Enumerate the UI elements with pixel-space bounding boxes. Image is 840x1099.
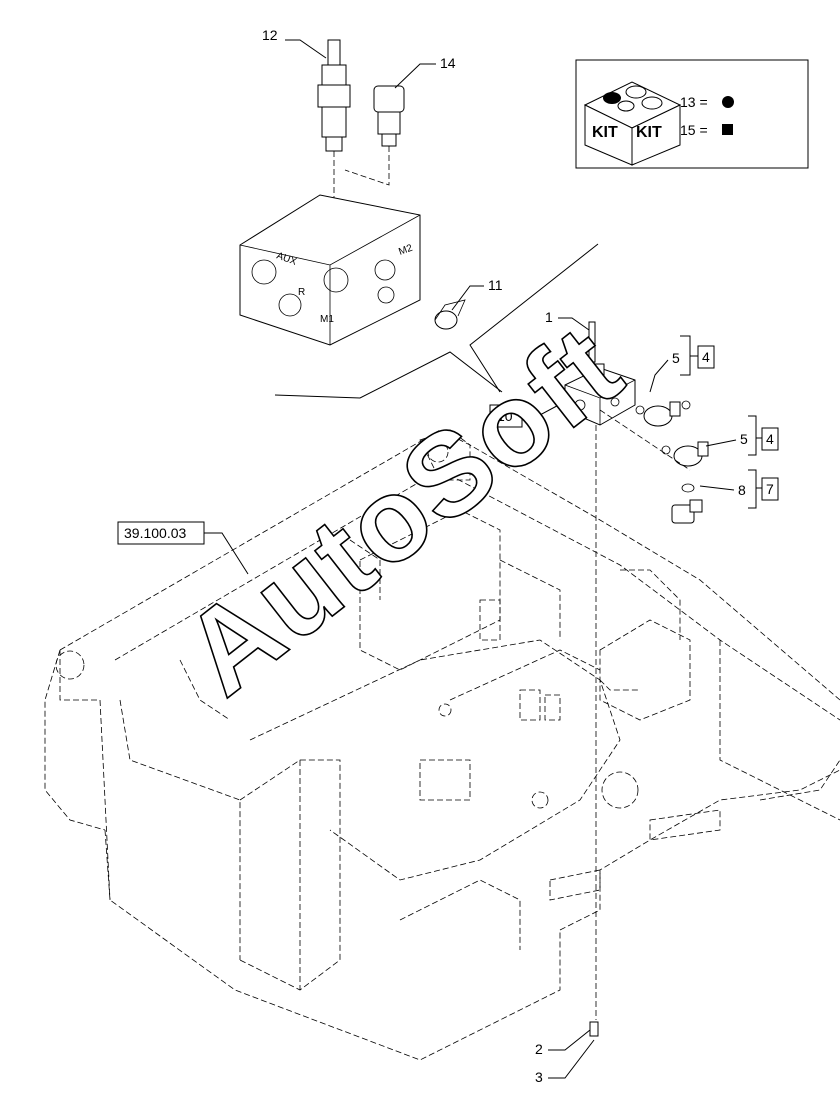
fitting-5-lower (661, 441, 709, 467)
callout-label: 4 (766, 431, 774, 447)
cartridge-valve-12 (317, 39, 351, 152)
callout-label: 5 (740, 431, 748, 447)
callout-12[interactable]: 12 (262, 27, 327, 59)
callout-2[interactable]: 2 (535, 1029, 591, 1057)
callout-label: 3 (535, 1069, 543, 1085)
callout-label: 12 (262, 27, 278, 43)
callout-label: 4 (702, 349, 710, 365)
callout-10[interactable]: 10 (489, 399, 569, 428)
callout-label: 14 (440, 55, 456, 71)
kit-legend: KIT KIT 13 = 15 = (575, 59, 809, 169)
kit-label-left: KIT (592, 124, 618, 141)
callout-5-lower[interactable]: 5 4 (705, 415, 779, 456)
manifold-block: M2 AUX R M1 (239, 194, 421, 346)
kit-line-13: 13 = (680, 94, 708, 110)
callout-1[interactable]: 1 (545, 309, 590, 331)
kit-box-icon: KIT KIT (583, 81, 682, 166)
fitting-5-upper (635, 400, 691, 427)
valve-block-10 (564, 363, 636, 426)
chassis-frame (44, 429, 840, 1061)
plug-11 (434, 299, 466, 330)
block-marking-m1: M1 (320, 314, 334, 325)
block-marking-r: R (298, 287, 305, 298)
callout-label: 7 (766, 481, 774, 497)
callout-label: 11 (488, 277, 503, 293)
bolt-2 (589, 1021, 599, 1037)
callout-label: 39.100.03 (124, 525, 186, 541)
callout-label: 10 (497, 408, 513, 424)
callout-label: 1 (545, 309, 553, 325)
callout-39-100-03[interactable]: 39.100.03 (117, 521, 249, 575)
bolt-1 (588, 321, 596, 363)
callout-14[interactable]: 14 (394, 55, 456, 89)
kit-label-right: KIT (636, 124, 662, 141)
fitting-8 (671, 483, 703, 524)
circle-symbol-icon (722, 96, 734, 108)
callout-label: 5 (672, 350, 680, 366)
callout-label: 2 (535, 1041, 543, 1057)
callout-5-upper[interactable]: 5 4 (649, 335, 715, 393)
plug-14 (373, 85, 405, 147)
callout-11[interactable]: 11 (451, 277, 503, 311)
watermark: AutoSoft (160, 300, 646, 720)
callout-8[interactable]: 8 7 (699, 469, 779, 509)
square-symbol-icon (722, 124, 733, 135)
block-marking-m2: M2 (397, 243, 414, 258)
callout-3[interactable]: 3 (535, 1039, 595, 1085)
callout-label: 8 (738, 482, 746, 498)
kit-line-15: 15 = (680, 122, 708, 138)
